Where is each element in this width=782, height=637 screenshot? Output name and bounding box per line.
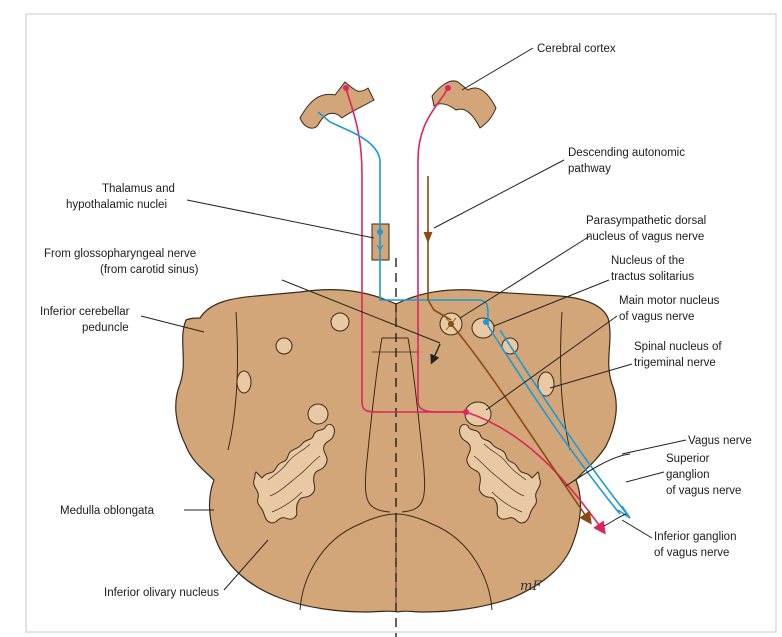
- label-main-motor-2: of vagus nerve: [619, 311, 694, 323]
- left-dorsal-nucleus: [330, 312, 350, 332]
- label-parasympathetic-1: Parasympathetic dorsal: [586, 215, 706, 227]
- leader-lines: [140, 47, 687, 591]
- label-inferior-cerebellar-1: Inferior cerebellar: [40, 306, 130, 318]
- parasympathetic-efferent: [450, 323, 592, 525]
- glossopharyngeal-arrow: [430, 343, 441, 365]
- label-vagus-nerve: Vagus nerve: [688, 435, 752, 447]
- artist-signature: mF: [520, 579, 542, 594]
- label-superior-ganglion-3: of vagus nerve: [666, 485, 741, 497]
- label-descending-autonomic-2: pathway: [568, 163, 611, 175]
- right-corticobulbar-tract: [417, 87, 466, 413]
- label-thalamus-2: hypothalamic nuclei: [66, 199, 167, 211]
- main-motor-nucleus: [464, 401, 492, 427]
- right-spinal-trigeminal-nucleus: [537, 371, 555, 397]
- left-peduncle-border: [227, 311, 238, 451]
- left-corticobulbar-tract: [345, 87, 466, 413]
- label-glossopharyngeal-2: (from carotid sinus): [100, 264, 199, 276]
- label-thalamus-1: Thalamus and: [102, 183, 175, 195]
- label-superior-ganglion-2: ganglion: [666, 469, 709, 481]
- left-small-nucleus: [275, 337, 293, 355]
- label-tractus-solitarius-1: Nucleus of the: [611, 255, 685, 267]
- medulla-section: [175, 289, 617, 613]
- label-glossopharyngeal-1: From glossopharyngeal nerve: [44, 248, 196, 260]
- vagus-sensory-fibers: [487, 325, 621, 515]
- label-superior-ganglion-1: Superior: [666, 453, 710, 465]
- label-main-motor-1: Main motor nucleus: [619, 295, 720, 307]
- left-cerebral-cortex: [299, 81, 375, 129]
- label-tractus-solitarius-2: tractus solitarius: [611, 271, 694, 283]
- right-inferior-olivary-nucleus: [459, 423, 541, 524]
- right-cortex-neuron: [445, 85, 451, 91]
- solitarius-neuron: [483, 319, 489, 325]
- label-inferior-cerebellar-2: peduncle: [82, 322, 129, 334]
- label-spinal-trigeminal-2: trigeminal nerve: [634, 357, 716, 369]
- label-parasympathetic-2: nucleus of vagus nerve: [586, 231, 704, 243]
- right-cerebral-cortex: [431, 80, 497, 129]
- label-medulla: Medulla oblongata: [60, 505, 155, 517]
- label-inferior-ganglion-2: of vagus nerve: [654, 547, 729, 559]
- right-peduncle-border: [560, 311, 571, 451]
- label-inferior-ganglion-1: Inferior ganglion: [654, 531, 736, 543]
- left-spinal-trigeminal: [236, 370, 252, 394]
- thalamic-neuron: [377, 229, 383, 235]
- left-ambiguus-nucleus: [307, 403, 329, 425]
- label-spinal-trigeminal-1: Spinal nucleus of: [634, 341, 722, 353]
- vagus-sensory-fibers-2: [499, 329, 631, 519]
- label-inferior-olivary: Inferior olivary nucleus: [104, 587, 219, 599]
- pyramid-outline: [364, 337, 426, 513]
- tractus-solitarius-nucleus: [471, 317, 495, 339]
- left-inferior-olivary-nucleus: [253, 423, 335, 524]
- motor-nucleus-neuron: [463, 409, 469, 415]
- left-cortex-neuron: [343, 85, 349, 91]
- label-cerebral-cortex: Cerebral cortex: [537, 43, 616, 55]
- label-descending-autonomic-1: Descending autonomic: [568, 147, 685, 159]
